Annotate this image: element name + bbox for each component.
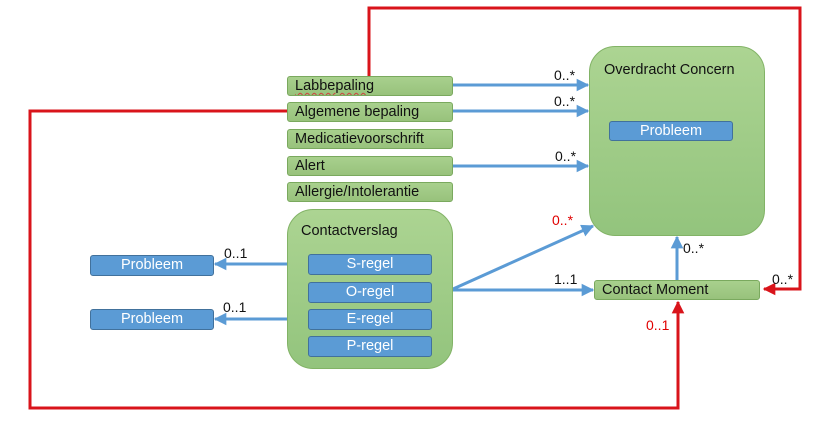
- node-medicatievoorschrift[interactable]: Medicatievoorschrift: [287, 129, 453, 149]
- node-concern-probleem[interactable]: Probleem: [609, 121, 733, 141]
- mult-algemene-moment: 0..1: [646, 317, 670, 333]
- mult-labbepaling-concern: 0..*: [554, 67, 576, 83]
- node-overdracht-concern[interactable]: [589, 46, 765, 236]
- node-label: Allergie/Intolerantie: [295, 184, 420, 200]
- red-connector-labbepaling-contactmoment: [367, 6, 802, 296]
- node-alert[interactable]: Alert: [287, 156, 453, 176]
- red-connector-algemene-contactmoment: [28, 109, 685, 410]
- mult-alert-concern: 0..*: [555, 148, 577, 164]
- node-label: Algemene bepaling: [295, 104, 420, 120]
- arrow-contactverslag-concern: [452, 224, 595, 291]
- overdracht-concern-title: Overdracht Concern: [604, 62, 735, 78]
- node-label: Alert: [295, 158, 325, 174]
- node-o-regel[interactable]: O-regel: [308, 282, 432, 303]
- mult-labbepaling-moment: 0..*: [772, 271, 794, 287]
- mult-sregel-probleem: 0..1: [224, 245, 248, 261]
- node-p-regel[interactable]: P-regel: [308, 336, 432, 357]
- node-allergie-intolerantie[interactable]: Allergie/Intolerantie: [287, 182, 453, 202]
- mult-moment-concern: 0..*: [683, 240, 705, 256]
- contactverslag-title: Contactverslag: [301, 223, 398, 239]
- node-algemene-bepaling[interactable]: Algemene bepaling: [287, 102, 453, 122]
- node-label: Medicatievoorschrift: [295, 131, 424, 147]
- mult-contactverslag-moment: 1..1: [554, 271, 578, 287]
- mult-algemene-concern: 0..*: [554, 93, 576, 109]
- node-label: Labbepaling: [295, 78, 375, 94]
- mult-contactverslag-concern: 0..*: [552, 212, 574, 228]
- node-probleem-s[interactable]: Probleem: [90, 255, 214, 276]
- node-s-regel[interactable]: S-regel: [308, 254, 432, 275]
- node-e-regel[interactable]: E-regel: [308, 309, 432, 330]
- node-probleem-e[interactable]: Probleem: [90, 309, 214, 330]
- mult-eregel-probleem: 0..1: [223, 299, 247, 315]
- node-contact-moment[interactable]: Contact Moment: [594, 280, 760, 300]
- node-label: Contact Moment: [602, 282, 709, 298]
- node-labbepaling[interactable]: Labbepaling: [287, 76, 453, 96]
